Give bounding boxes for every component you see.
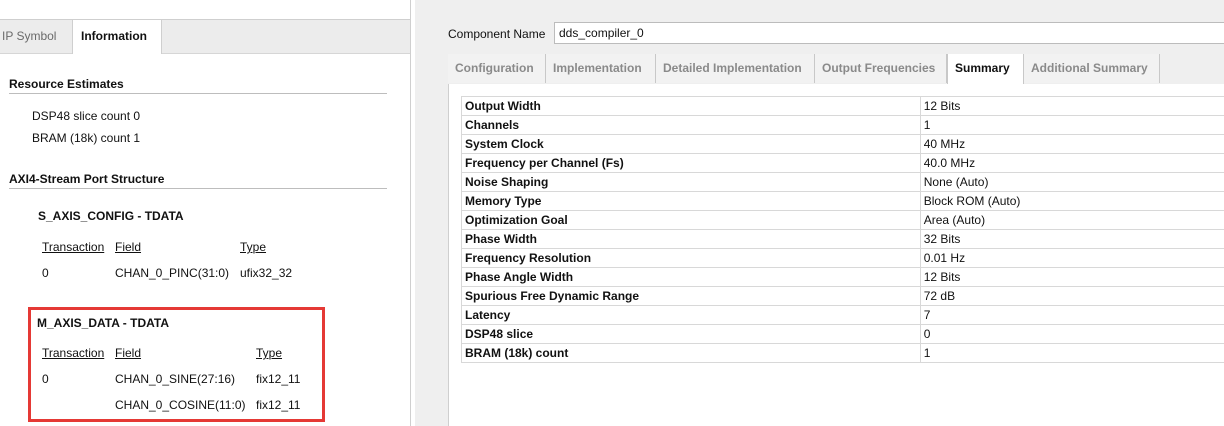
m-axis-header-type: Type [256, 346, 283, 360]
m-axis-row1-field: CHAN_0_SINE(27:16) [115, 372, 236, 386]
left-tab-bar: IP Symbol Information [0, 19, 410, 54]
summary-value: None (Auto) [919, 172, 1224, 192]
summary-value: 32 Bits [919, 229, 1224, 249]
summary-value: 40 MHz [919, 134, 1224, 154]
tab-additional-summary[interactable]: Additional Summary [1024, 54, 1160, 83]
table-row: Frequency per Channel (Fs)40.0 MHz [461, 153, 1224, 173]
summary-value: Area (Auto) [919, 210, 1224, 230]
summary-key: Memory Type [461, 191, 921, 211]
s-axis-row-transaction: 0 [42, 266, 49, 280]
m-axis-row2-field: CHAN_0_COSINE(11:0) [115, 398, 246, 412]
summary-value: 0 [919, 324, 1224, 344]
summary-value: Block ROM (Auto) [919, 191, 1224, 211]
config-tab-bar: Configuration Implementation Detailed Im… [448, 54, 1224, 85]
summary-value: 72 dB [919, 286, 1224, 306]
component-name-label: Component Name [448, 27, 546, 41]
component-name-input[interactable] [554, 22, 1224, 44]
summary-value: 0.01 Hz [919, 248, 1224, 268]
right-panel: Component Name Configuration Implementat… [415, 0, 1224, 426]
summary-key: Phase Width [461, 229, 921, 249]
tab-information[interactable]: Information [72, 20, 162, 54]
m-axis-row1-transaction: 0 [42, 372, 49, 386]
m-axis-header-transaction: Transaction [42, 346, 105, 360]
tab-implementation[interactable]: Implementation [546, 54, 656, 83]
summary-key: System Clock [461, 134, 921, 154]
summary-key: Noise Shaping [461, 172, 921, 192]
tab-configuration[interactable]: Configuration [448, 54, 546, 83]
tab-summary[interactable]: Summary [947, 54, 1024, 85]
m-axis-highlight-box [28, 307, 325, 422]
s-axis-config-title: S_AXIS_CONFIG - TDATA [38, 209, 184, 223]
summary-value: 1 [919, 343, 1224, 363]
s-axis-header-field: Field [115, 240, 142, 254]
tab-detailed-implementation[interactable]: Detailed Implementation [656, 54, 815, 83]
summary-key: Latency [461, 305, 921, 325]
s-axis-header-transaction: Transaction [42, 240, 105, 254]
summary-key: BRAM (18k) count [461, 343, 921, 363]
summary-key: Channels [461, 115, 921, 135]
s-axis-header-type: Type [240, 240, 267, 254]
m-axis-header-field: Field [115, 346, 142, 360]
summary-value: 40.0 MHz [919, 153, 1224, 173]
resource-estimates-heading: Resource Estimates [9, 77, 387, 94]
summary-key: Output Width [461, 96, 921, 116]
port-structure-heading: AXI4-Stream Port Structure [9, 172, 387, 189]
summary-key: DSP48 slice [461, 324, 921, 344]
summary-key: Optimization Goal [461, 210, 921, 230]
tab-output-frequencies[interactable]: Output Frequencies [815, 54, 947, 83]
summary-key: Frequency Resolution [461, 248, 921, 268]
summary-key: Frequency per Channel (Fs) [461, 153, 921, 173]
m-axis-data-title: M_AXIS_DATA - TDATA [37, 316, 169, 330]
summary-key: Phase Angle Width [461, 267, 921, 287]
summary-key: Spurious Free Dynamic Range [461, 286, 921, 306]
summary-value: 7 [919, 305, 1224, 325]
left-panel: IP Symbol Information Resource Estimates… [0, 0, 411, 426]
s-axis-row-field: CHAN_0_PINC(31:0) [115, 266, 230, 280]
tab-ip-symbol[interactable]: IP Symbol [2, 29, 57, 43]
m-axis-row1-type: fix12_11 [256, 372, 301, 386]
summary-value: 1 [919, 115, 1224, 135]
m-axis-row2-type: fix12_11 [256, 398, 301, 412]
bram-estimate: BRAM (18k) count 1 [32, 131, 141, 145]
summary-value: 12 Bits [919, 96, 1224, 116]
dsp48-estimate: DSP48 slice count 0 [32, 109, 141, 123]
s-axis-row-type: ufix32_32 [240, 266, 293, 280]
summary-value: 12 Bits [919, 267, 1224, 287]
